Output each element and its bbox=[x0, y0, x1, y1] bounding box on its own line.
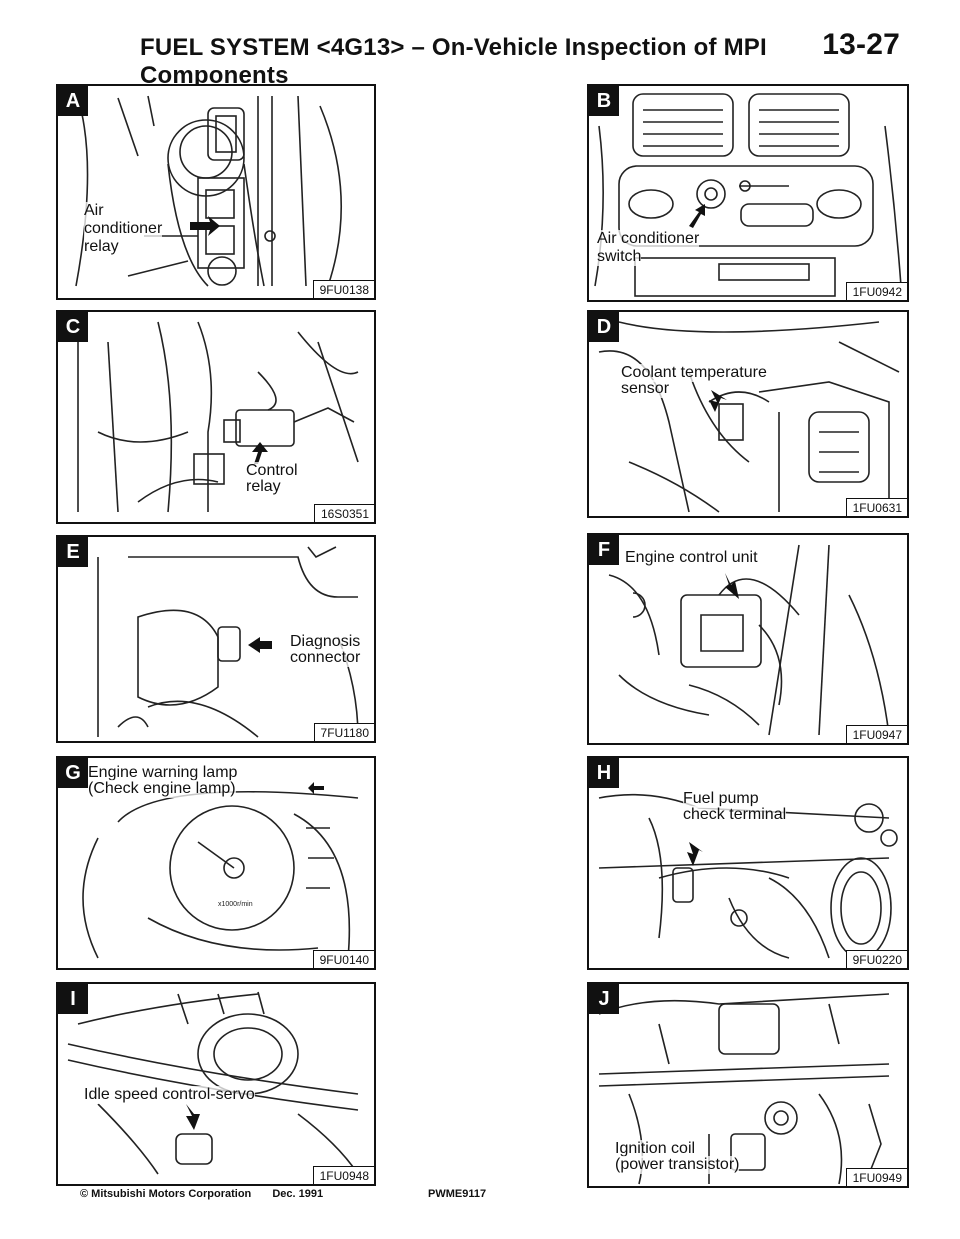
figure-code: 1FU0948 bbox=[312, 1166, 374, 1184]
doc-code: PWME9117 bbox=[428, 1188, 487, 1200]
figure-panel-e: E Diagnosis connector 7FU1180 bbox=[56, 535, 376, 743]
pointer-arrow-icon bbox=[248, 637, 272, 653]
pointer-arrow-icon bbox=[190, 216, 220, 236]
panel-letter: F bbox=[589, 535, 619, 565]
callout-label: (Check engine lamp) bbox=[88, 780, 236, 798]
pointer-arrow-icon bbox=[186, 1104, 200, 1130]
figure-code: 9FU0220 bbox=[845, 950, 907, 968]
svg-text:x1000r/min: x1000r/min bbox=[218, 901, 253, 908]
figure-panel-d: D Coolant temperature sensor 1FU0631 bbox=[587, 310, 909, 518]
figure-panel-b: B Air conditioner switch 1FU0942 bbox=[587, 84, 909, 302]
pointer-arrow-icon bbox=[725, 573, 739, 599]
figure-code: 1FU0949 bbox=[845, 1168, 907, 1186]
figure-code: 16S0351 bbox=[313, 504, 374, 522]
date-text: Dec. 1991 bbox=[272, 1188, 324, 1200]
pointer-arrow-icon bbox=[689, 204, 705, 228]
callout-label: switch bbox=[597, 248, 642, 266]
panel-letter: C bbox=[58, 312, 88, 342]
idle-servo-illustration bbox=[67, 991, 359, 1175]
figure-code: 9FU0138 bbox=[312, 280, 374, 298]
callout-label: Control bbox=[246, 462, 298, 480]
panel-letter: E bbox=[58, 537, 88, 567]
figure-code: 1FU0631 bbox=[845, 498, 907, 516]
figure-panel-j: J Ignition coil (power transistor) 1FU09… bbox=[587, 982, 909, 1188]
pointer-arrow-icon bbox=[709, 390, 727, 412]
engine-bay-illustration bbox=[75, 95, 343, 287]
callout-label: Fuel pump bbox=[683, 790, 759, 808]
page-number: 13-27 bbox=[822, 28, 900, 61]
callout-label: Engine warning lamp bbox=[88, 764, 238, 782]
panel-letter: G bbox=[58, 758, 88, 788]
pointer-arrow-icon bbox=[687, 842, 703, 866]
callout-label: conditioner bbox=[84, 220, 163, 238]
figure-panel-i: I Idle speed control-servo 1FU0948 bbox=[56, 982, 376, 1186]
figure-panel-c: C Control relay 16S0351 bbox=[56, 310, 376, 524]
relay-location-illustration bbox=[77, 321, 359, 513]
figure-panel-f: F Engine control unit 1FU0947 bbox=[587, 533, 909, 745]
panel-letter: A bbox=[58, 86, 88, 116]
figure-code: 7FU1180 bbox=[313, 723, 374, 741]
figure-panel-h: H Fuel pump check terminal 9FU0220 bbox=[587, 756, 909, 970]
engine-sensor-illustration bbox=[598, 321, 900, 513]
pointer-arrow-icon bbox=[252, 442, 268, 464]
panel-letter: J bbox=[589, 984, 619, 1014]
panel-letter: H bbox=[589, 758, 619, 788]
callout-label: connector bbox=[290, 649, 361, 667]
panel-letter: D bbox=[589, 312, 619, 342]
callout-label: relay bbox=[84, 238, 119, 256]
callout-label: Engine control unit bbox=[625, 549, 758, 567]
ecu-location-illustration bbox=[608, 544, 890, 736]
callout-label: Ignition coil bbox=[615, 1140, 696, 1158]
callout-label: (power transistor) bbox=[615, 1156, 740, 1174]
pointer-arrow-icon bbox=[308, 782, 324, 794]
figure-panel-g: x1000r/min G Engine warning lamp (Check … bbox=[56, 756, 376, 970]
panel-letter: I bbox=[58, 984, 88, 1014]
page-header: FUEL SYSTEM <4G13> – On-Vehicle Inspecti… bbox=[140, 28, 900, 89]
callout-label: sensor bbox=[621, 380, 670, 398]
figure-panel-a: A Air conditioner relay 9FU0138 bbox=[56, 84, 376, 300]
figure-code: 1FU0947 bbox=[845, 725, 907, 743]
dashboard-switch-illustration bbox=[594, 93, 902, 297]
figure-code: 9FU0140 bbox=[312, 950, 374, 968]
callout-label: Idle speed control-servo bbox=[84, 1086, 255, 1104]
callout-label: Coolant temperature bbox=[621, 364, 767, 382]
panel-letter: B bbox=[589, 86, 619, 116]
callout-label: check terminal bbox=[683, 806, 787, 824]
figure-code: 1FU0942 bbox=[845, 282, 907, 300]
callout-label: Air bbox=[84, 202, 104, 220]
callout-label: relay bbox=[246, 478, 281, 496]
page-title: FUEL SYSTEM <4G13> – On-Vehicle Inspecti… bbox=[140, 34, 767, 89]
footer-left: © Mitsubishi Motors Corporation Dec. 199… bbox=[80, 1188, 341, 1200]
copyright-text: © Mitsubishi Motors Corporation bbox=[80, 1188, 252, 1200]
callout-label: Diagnosis bbox=[290, 633, 361, 651]
callout-label: Air conditioner bbox=[597, 230, 700, 248]
